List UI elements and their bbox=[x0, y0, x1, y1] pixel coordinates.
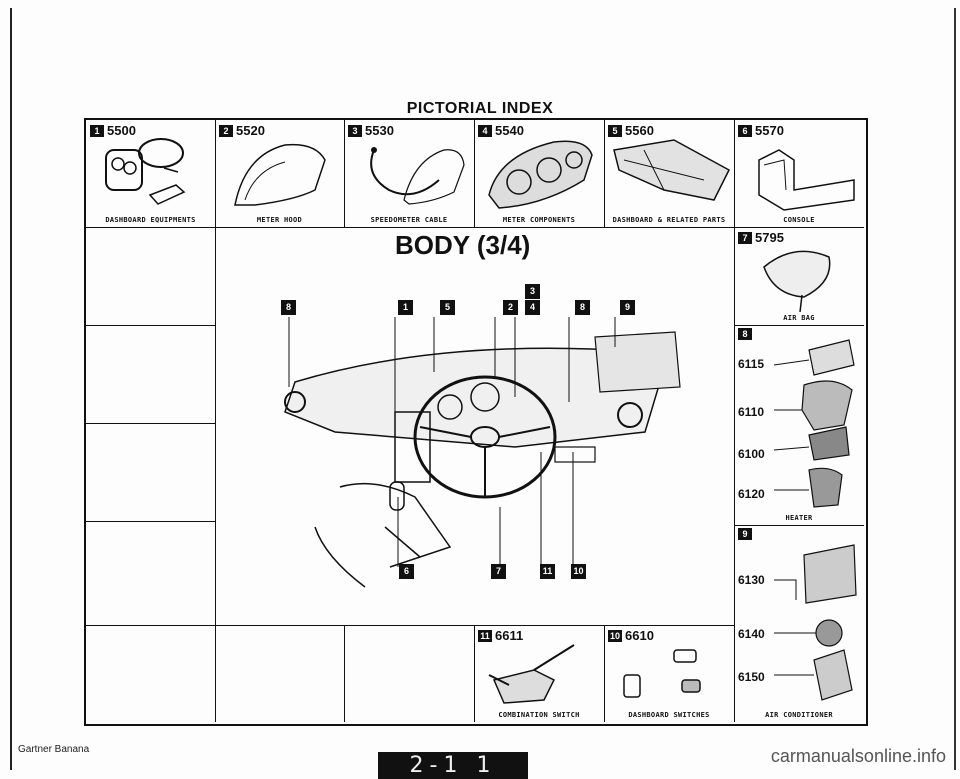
part-code: 6130 bbox=[738, 573, 765, 587]
cell-caption: SPEEDOMETER CABLE bbox=[370, 216, 448, 224]
callout-badge: 4 bbox=[525, 300, 540, 315]
index-cell-heater[interactable]: 8 6115 6110 6100 6120 HEATER bbox=[734, 325, 864, 526]
callout-badge: 1 bbox=[398, 300, 413, 315]
empty-cell bbox=[215, 625, 345, 722]
cell-caption: COMBINATION SWITCH bbox=[498, 711, 580, 719]
section-badge: 2 bbox=[219, 124, 233, 137]
page-title: PICTORIAL INDEX bbox=[406, 100, 554, 117]
part-code: 6100 bbox=[738, 447, 765, 461]
section-badge: 4 bbox=[478, 124, 492, 137]
callout-badge: 7 bbox=[491, 564, 506, 579]
section-badge: 9 bbox=[738, 528, 752, 540]
part-code: 5530 bbox=[365, 123, 394, 138]
page-frame bbox=[10, 8, 956, 770]
cell-caption: METER HOOD bbox=[256, 216, 303, 224]
dashboard-switches-illustration bbox=[623, 649, 701, 698]
index-cell-header: 9 bbox=[738, 528, 752, 540]
cell-caption: HEATER bbox=[785, 514, 813, 522]
part-code: 5570 bbox=[755, 123, 784, 138]
cell-caption: DASHBOARD EQUIPMENTS bbox=[105, 216, 196, 224]
part-code: 6110 bbox=[738, 405, 765, 419]
section-badge: 11 bbox=[478, 629, 492, 642]
speedometer-cable-illustration bbox=[370, 147, 465, 205]
index-cell-air-conditioner[interactable]: 9 6130 6140 6150 AIR CONDITIONER bbox=[734, 525, 864, 722]
air-conditioner-parts-illustration bbox=[774, 544, 857, 701]
section-badge: 6 bbox=[738, 124, 752, 137]
meter-components-illustration bbox=[488, 140, 593, 209]
empty-cell bbox=[86, 227, 216, 326]
body-diagram-area bbox=[215, 227, 735, 626]
air-bag-illustration bbox=[763, 250, 831, 313]
callout-badge: 8 bbox=[281, 300, 296, 315]
watermark: carmanualsonline.info bbox=[770, 746, 946, 766]
section-title: BODY (3/4) bbox=[395, 230, 531, 260]
part-code: 6611 bbox=[495, 628, 524, 643]
callout-badge: 8 bbox=[575, 300, 590, 315]
section-badge: 7 bbox=[738, 231, 752, 244]
empty-cell bbox=[86, 625, 216, 722]
part-code: 5795 bbox=[755, 230, 784, 245]
dashboard-equipment-illustration bbox=[105, 138, 186, 205]
cell-caption: DASHBOARD & RELATED PARTS bbox=[612, 216, 726, 224]
part-code: 6115 bbox=[738, 357, 765, 371]
cell-caption: DASHBOARD SWITCHES bbox=[628, 711, 710, 719]
index-cell-header: 8 bbox=[738, 328, 752, 340]
callout-badge: 9 bbox=[620, 300, 635, 315]
part-code: 6120 bbox=[738, 487, 765, 501]
meter-hood-illustration bbox=[234, 143, 326, 206]
dashboard-parts-illustration bbox=[613, 139, 730, 201]
cell-caption: METER COMPONENTS bbox=[502, 216, 576, 224]
page-number: 2-1 1 bbox=[378, 752, 528, 779]
console-illustration bbox=[758, 149, 855, 211]
heater-parts-illustration bbox=[773, 339, 855, 508]
cell-caption: CONSOLE bbox=[783, 216, 815, 224]
callout-badge: 11 bbox=[540, 564, 555, 579]
section-badge: 1 bbox=[90, 124, 104, 137]
empty-cell bbox=[344, 625, 475, 722]
cell-caption: AIR CONDITIONER bbox=[765, 711, 833, 719]
part-code: 6150 bbox=[738, 670, 765, 684]
cell-caption: AIR BAG bbox=[783, 314, 815, 322]
callout-badge: 3 bbox=[525, 284, 540, 299]
dashboard-assembly-illustration bbox=[284, 317, 681, 588]
empty-cell bbox=[86, 521, 216, 626]
footer-note: Gartner Banana bbox=[18, 744, 90, 755]
empty-cell bbox=[86, 423, 216, 522]
combination-switch-illustration bbox=[488, 644, 575, 704]
section-badge: 8 bbox=[738, 328, 752, 340]
callout-badge: 10 bbox=[571, 564, 586, 579]
section-badge: 3 bbox=[348, 124, 362, 137]
section-badge: 10 bbox=[608, 629, 622, 642]
part-code: 5520 bbox=[236, 123, 265, 138]
section-badge: 5 bbox=[608, 124, 622, 137]
part-code: 5560 bbox=[625, 123, 654, 138]
callout-badge: 5 bbox=[440, 300, 455, 315]
part-code: 5500 bbox=[107, 123, 136, 138]
part-code: 5540 bbox=[495, 123, 524, 138]
part-code: 6140 bbox=[738, 627, 765, 641]
callout-badge: 6 bbox=[399, 564, 414, 579]
callout-badge: 2 bbox=[503, 300, 518, 315]
part-code: 6610 bbox=[625, 628, 654, 643]
empty-cell bbox=[86, 325, 216, 424]
